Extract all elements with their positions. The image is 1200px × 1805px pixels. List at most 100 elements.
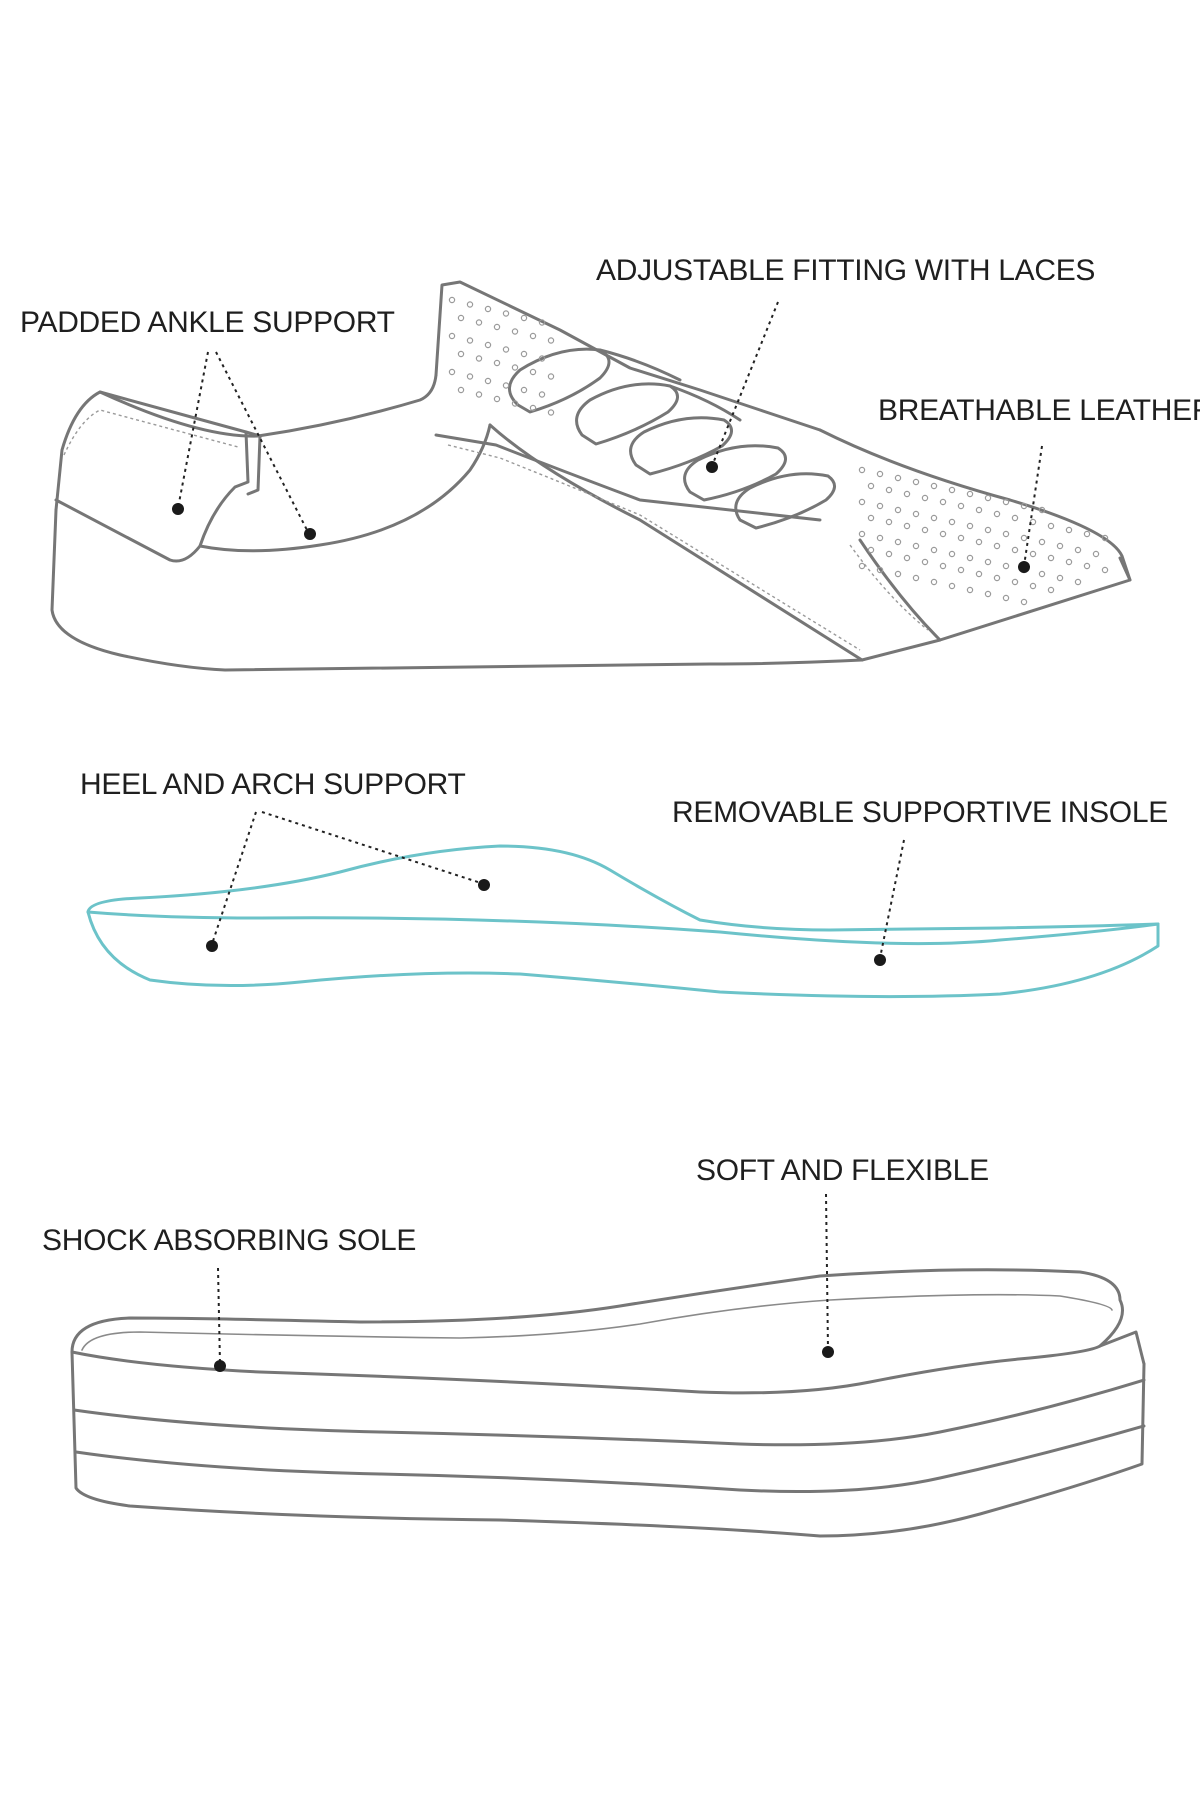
label-breathable-leather: BREATHABLE LEATHER xyxy=(878,394,1200,427)
perforation-dot xyxy=(885,550,893,558)
perforation-dot xyxy=(984,558,992,566)
label-shock-absorbing-sole: SHOCK ABSORBING SOLE xyxy=(42,1224,417,1257)
perforation-dot xyxy=(903,554,911,562)
perforation-dot xyxy=(1074,578,1082,586)
perforation-dot xyxy=(957,566,965,574)
perforation-dot xyxy=(858,498,866,506)
outsole-inner-rim xyxy=(81,1293,1113,1351)
perforation-dot xyxy=(1020,502,1028,510)
perforation-dot xyxy=(466,337,474,344)
sneaker-sole-outline xyxy=(50,508,1132,672)
sneaker-collar-outline xyxy=(98,373,438,438)
perforation-dot xyxy=(1002,530,1010,538)
sneaker-perforations-tongue xyxy=(448,296,555,416)
perforation-dot xyxy=(948,550,956,558)
perforation-dot xyxy=(966,490,974,498)
perforation-dot xyxy=(1047,586,1055,594)
perforation-dot xyxy=(457,350,465,358)
outsole-layer-3 xyxy=(74,1424,1146,1493)
perforation-dot xyxy=(448,368,456,376)
sneaker-stitch-heel xyxy=(63,409,239,456)
perforation-dot xyxy=(1056,542,1064,550)
outsole-bottom xyxy=(70,1350,1146,1538)
perforation-dot xyxy=(876,534,884,542)
outsole-top-rim xyxy=(70,1268,1124,1354)
perforation-dot xyxy=(876,502,884,510)
callout-leaders xyxy=(177,301,1043,1365)
outsole-illustration xyxy=(70,1268,1146,1538)
perforation-dot xyxy=(538,391,546,398)
perforation-dot xyxy=(493,395,501,403)
perforation-dot xyxy=(1011,514,1019,522)
perforation-dot xyxy=(1065,558,1073,566)
perforation-dot xyxy=(993,542,1001,550)
perforation-dot xyxy=(948,518,956,526)
leader-shock-absorbing xyxy=(217,1267,221,1365)
perforation-dot xyxy=(1092,550,1100,558)
insole-illustration xyxy=(86,844,1160,999)
label-adjustable-fitting: ADJUSTABLE FITTING WITH LACES xyxy=(596,254,1096,287)
perforation-dot xyxy=(894,474,902,482)
perforation-dot xyxy=(1038,570,1046,578)
leader-padded-ankle-b xyxy=(215,351,309,533)
perforation-dot xyxy=(475,355,483,362)
marker-shock-absorbing xyxy=(214,1360,226,1372)
perforation-dot xyxy=(993,510,1001,518)
label-heel-arch-support: HEEL AND ARCH SUPPORT xyxy=(80,768,466,801)
perforation-dot xyxy=(1011,578,1019,586)
marker-padded-ankle-heel xyxy=(172,503,184,515)
perforation-dot xyxy=(1101,534,1109,542)
perforation-dot xyxy=(957,534,965,542)
perforation-dot xyxy=(475,391,483,398)
marker-breathable-leather xyxy=(1018,561,1030,573)
perforation-dot xyxy=(885,486,893,494)
perforation-dot xyxy=(867,546,875,554)
insole-bottom-outline xyxy=(86,910,1160,999)
perforation-dot xyxy=(1038,506,1046,514)
marker-heel-support xyxy=(206,940,218,952)
perforation-dot xyxy=(966,554,974,562)
perforation-dot xyxy=(1083,530,1091,538)
perforation-dot xyxy=(1047,522,1055,530)
perforation-dot xyxy=(984,494,992,502)
perforation-dot xyxy=(511,364,519,371)
perforation-dot xyxy=(466,373,474,380)
sneaker-tongue-outline xyxy=(434,280,822,432)
perforation-dot xyxy=(511,328,519,335)
perforation-dot xyxy=(1038,538,1046,546)
perforation-dot xyxy=(502,382,510,389)
perforation-dot xyxy=(1020,598,1028,606)
marker-adjustable-fitting xyxy=(706,461,718,473)
perforation-dot xyxy=(1101,566,1109,574)
perforation-dot xyxy=(903,522,911,530)
sneaker-stitch-toe xyxy=(849,544,929,631)
perforation-dot xyxy=(957,502,965,510)
perforation-dot xyxy=(876,470,884,478)
perforation-dot xyxy=(921,558,929,566)
perforation-dot xyxy=(1002,498,1010,506)
perforation-dot xyxy=(930,514,938,522)
leader-heel-arch-a xyxy=(211,811,257,945)
leader-heel-arch-b xyxy=(261,811,485,885)
perforation-dot xyxy=(975,506,983,514)
sneaker-illustration xyxy=(50,280,1132,672)
perforation-dot xyxy=(547,373,555,380)
leader-soft-flexible xyxy=(825,1193,829,1351)
perforation-dot xyxy=(1047,554,1055,562)
perforation-dot xyxy=(538,319,546,326)
perforation-dot xyxy=(538,355,546,362)
perforation-dot xyxy=(966,522,974,530)
perforation-dot xyxy=(1083,562,1091,570)
perforation-dot xyxy=(912,574,920,582)
perforation-dot xyxy=(466,301,474,308)
label-removable-insole: REMOVABLE SUPPORTIVE INSOLE xyxy=(672,796,1168,829)
perforation-dot xyxy=(457,386,465,394)
perforation-dot xyxy=(975,538,983,546)
perforation-dot xyxy=(984,526,992,534)
perforation-dot xyxy=(493,323,501,331)
perforation-dot xyxy=(1029,550,1037,558)
label-padded-ankle-support: PADDED ANKLE SUPPORT xyxy=(20,306,395,339)
perforation-dot xyxy=(993,574,1001,582)
